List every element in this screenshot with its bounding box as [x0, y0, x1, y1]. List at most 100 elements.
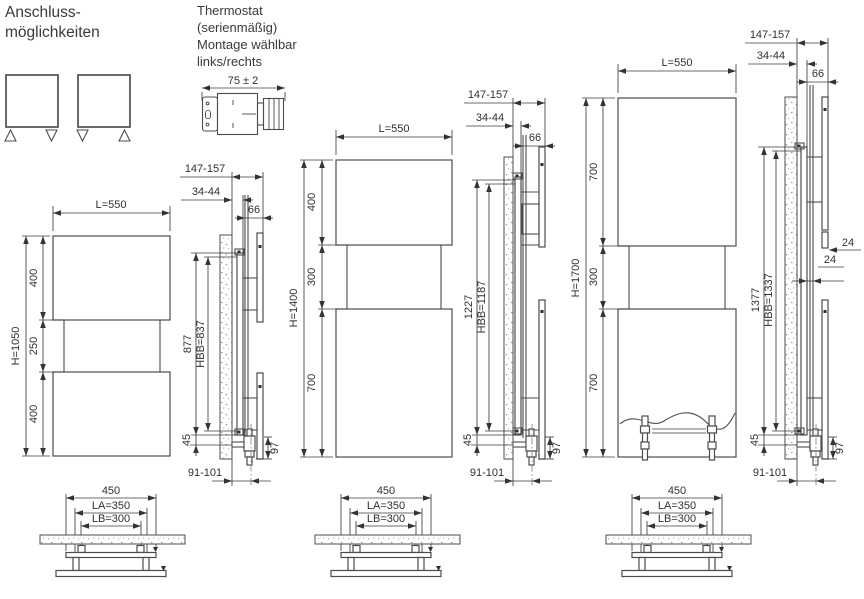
dim-mount-la: LA=350	[367, 500, 405, 512]
return-down-triangle-icon	[45, 129, 58, 143]
front-plate-lower	[538, 299, 546, 460]
dim-wall-to-front: 147-157	[750, 29, 790, 41]
dim-hbb: HBB=1337	[763, 273, 775, 327]
dim-bottom-offset: 45	[462, 434, 474, 446]
dim-outlet-depth: 97	[269, 442, 281, 454]
dim-mount-lb: LB=300	[92, 513, 130, 525]
dim-mount-width: 450	[377, 485, 395, 497]
mount-detail-3: 450 LA=350 LB=300	[605, 485, 752, 578]
dim-wall-to-front: 147-157	[468, 89, 508, 101]
bracket-rail	[631, 551, 723, 559]
dim-segment-mid: 250	[28, 337, 40, 355]
thermostat-note: Thermostat (serienmäßig) Montage wählbar…	[197, 3, 297, 69]
bracket-anchor	[702, 544, 711, 554]
bracket-anchor	[352, 544, 361, 554]
thermostat-neck	[256, 102, 265, 126]
valve-body	[243, 435, 256, 452]
valve-body	[525, 435, 538, 452]
dim-height: H=1700	[570, 259, 582, 298]
dim-depth: 66	[812, 68, 824, 80]
dim-segment-top: 400	[306, 193, 318, 211]
mounting-bracket	[521, 203, 540, 235]
dim-span: 1227	[463, 295, 475, 319]
wall-section	[314, 534, 461, 545]
page-title-line2: möglichkeiten	[5, 24, 100, 41]
dim-span: 877	[182, 335, 194, 353]
page-title-line1: Anschluss-	[5, 4, 81, 21]
bracket-rail	[65, 551, 157, 559]
radiator-symbol	[5, 74, 59, 128]
connection-options: Anschluss- möglichkeiten	[4, 4, 131, 143]
bracket-leg	[72, 556, 80, 572]
bracket-clip	[512, 172, 523, 180]
bracket-leg	[708, 556, 716, 572]
front-plate-upper	[821, 96, 829, 231]
flow-up-triangle-icon	[118, 128, 131, 142]
bracket-anchor	[411, 544, 420, 554]
radiator-3-side-view: 147-157 34-44 66 24 24 1377 HBB=1337 45 …	[745, 29, 861, 486]
radiator-top-block	[335, 159, 453, 246]
thermostat-nut	[262, 97, 285, 131]
bracket-anchor	[136, 544, 145, 554]
radiator-symbol	[77, 74, 131, 128]
front-plate-lower	[821, 299, 829, 460]
thermostat-note-line1: Thermostat	[197, 3, 263, 18]
dim-length: L=550	[662, 57, 693, 69]
dim-wall-to-front: 147-157	[185, 163, 225, 175]
bracket-leg	[142, 556, 150, 572]
dim-hbb: HBB=1187	[476, 281, 488, 334]
bracket-clip	[234, 248, 245, 256]
radiator-top-edge	[330, 569, 442, 578]
dim-outlet-depth: 97	[834, 442, 846, 454]
bracket-leg	[638, 556, 646, 572]
radiator-2-side-view: 147-157 34-44 66 1227 HBB=1187 45 97 91-…	[462, 89, 563, 486]
dim-plate-thickness: 24	[842, 237, 854, 249]
wall-section	[219, 234, 233, 460]
dim-segment-mid: 300	[588, 268, 600, 286]
thermostat-note-line2: (serienmäßig)	[197, 20, 277, 35]
thermostat-width-dim: 75 ± 2	[228, 75, 259, 87]
front-plate-joint	[821, 231, 829, 249]
dim-depth: 66	[529, 132, 541, 144]
dim-mount-width: 450	[668, 485, 686, 497]
valve-body	[809, 435, 822, 452]
wall-section	[39, 534, 186, 545]
bracket-clip	[794, 142, 805, 150]
wall-section	[784, 96, 798, 460]
dim-segment-bottom: 700	[588, 374, 600, 392]
connection-option-right	[76, 74, 131, 143]
front-cutaway-valves	[619, 412, 736, 461]
dim-height: H=1400	[288, 289, 300, 328]
dim-panel-thickness: 24	[824, 254, 836, 266]
dim-mount-la: LA=350	[658, 500, 696, 512]
dim-floor-clearance: 91-101	[753, 467, 787, 479]
radiator-top-block	[52, 235, 171, 321]
dim-hbb: HBB=837	[195, 320, 207, 367]
front-plate-upper	[538, 146, 546, 248]
dim-length: L=550	[96, 199, 127, 211]
mount-detail-2: 450 LA=350 LB=300	[314, 485, 461, 578]
bracket-clip	[234, 428, 245, 436]
radiator-panel-section	[236, 252, 244, 436]
dim-height: H=1050	[10, 327, 22, 366]
thermostat-detail-drawing: 75 ± 2	[201, 75, 286, 136]
dim-segment-bottom: 400	[28, 405, 40, 423]
radiator-3-front-view: L=550 H=1700 700 300 700	[570, 57, 737, 461]
bracket-leg	[417, 556, 425, 572]
radiator-1-side-view: 147-157 34-44 66 877 HBB=837 45 97 91-10…	[180, 163, 281, 486]
dim-segment-bottom: 700	[306, 374, 318, 392]
radiator-1-front-view: L=550 H=1050 400 250 400	[10, 199, 171, 457]
dim-bottom-offset: 45	[181, 434, 193, 446]
bracket-anchor	[77, 544, 86, 554]
dim-segment-mid: 300	[306, 268, 318, 286]
dim-bottom-offset: 45	[749, 434, 761, 446]
thermostat-note-line3: Montage wählbar	[197, 37, 297, 52]
radiator-top-edge	[621, 569, 733, 578]
dim-mount-lb: LB=300	[658, 513, 696, 525]
dim-segment-top: 400	[28, 269, 40, 287]
bracket-rail	[340, 551, 432, 559]
dim-wall-to-panel: 34-44	[757, 50, 785, 62]
radiator-bottom-block	[335, 308, 453, 458]
dim-mount-la: LA=350	[92, 500, 130, 512]
